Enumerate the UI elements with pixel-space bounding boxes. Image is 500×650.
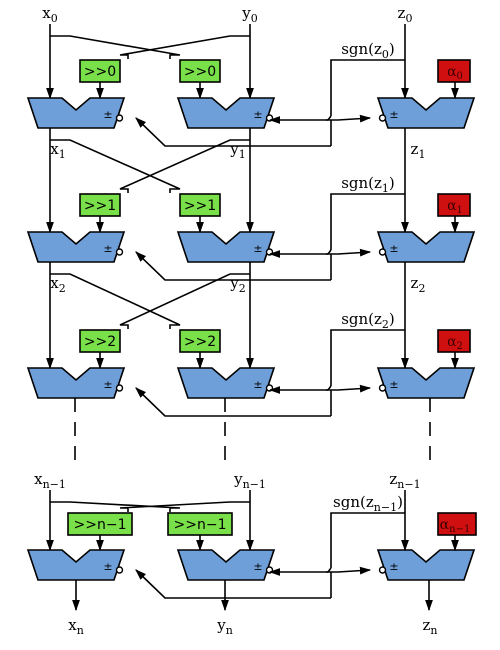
sgn-to-z [326,248,372,257]
alu-x-op-symbol: ± [103,108,112,121]
alu-x-op-symbol: ± [103,242,112,255]
output-y-label: y1 [229,140,245,161]
sgn-wire [330,193,405,250]
alu-x-invert-bubble [115,114,124,122]
alu-y-op-symbol: ± [253,378,262,391]
alu-z-op-symbol: ± [389,378,398,391]
sgn-label: sgn(z0) [341,40,395,61]
sgn-wire [330,329,405,386]
shift-label-x: >>n−1 [74,517,127,533]
output-x-label: x2 [50,274,65,295]
cross-wire-x [50,139,181,193]
cross-wire-y [119,273,250,329]
sgn-to-x [135,569,331,599]
output-xn-label: xn [68,616,84,637]
shift-label-y: >>1 [184,198,216,214]
shift-label-y: >>0 [184,64,216,80]
sgn-to-x [135,387,331,417]
output-zn-label: zn [423,616,438,637]
shift-label-x: >>0 [84,64,116,80]
alu-z-invert-bubble [378,566,387,574]
diagram-layer: x0 y0 z0 >>0 >>0 ± ± ± α0 sgn(z0) x1 y1 z1 >>1 >>1 ± ± ± α… [26,4,477,637]
cross-wire-y [119,501,250,512]
shift-label-x: >>1 [84,198,116,214]
output-yn-label: yn [216,616,233,637]
alu-y-op-symbol: ± [253,560,262,573]
alpha-label: αn−1 [440,517,471,535]
input-x0-label: x0 [42,4,57,25]
sgn-to-x [135,251,331,281]
alpha-box [437,512,477,536]
sgn-wire [330,512,405,568]
alu-y-op-symbol: ± [253,108,262,121]
input-yn1-label: yn−1 [233,470,266,491]
alpha-label: α1 [447,198,463,216]
alu-y [176,549,276,581]
sgn-label: sgn(z1) [341,174,395,195]
alpha-box [437,329,471,353]
cross-wire-x [50,35,181,59]
alu-y-op-symbol: ± [253,242,262,255]
alu-z-invert-bubble [378,384,387,392]
output-x-label: x1 [50,140,65,161]
sgn-label: sgn(z2) [341,310,395,331]
cross-wire-y [119,35,250,59]
sgn-wire [330,59,405,116]
input-z0-label: z0 [398,4,413,25]
alu-x-invert-bubble [115,384,124,392]
sgn-to-z [326,114,372,123]
output-z-label: z1 [411,140,426,161]
sgn-to-x [135,117,331,147]
alu-z-invert-bubble [378,114,387,122]
sgn-to-z [326,384,372,393]
output-z-label: z2 [411,274,426,295]
shift-label-y: >>2 [184,334,216,350]
shift-label-y: >>n−1 [174,517,227,533]
cross-wire-x [50,273,181,329]
alu-z-op-symbol: ± [389,108,398,121]
sgn-to-z [326,566,372,575]
alu-x-invert-bubble [115,248,124,256]
sgn-label: sgn(zn−1) [333,493,403,514]
input-zn1-label: zn−1 [389,470,420,491]
shift-label-x: >>2 [84,334,116,350]
alu-z-op-symbol: ± [389,560,398,573]
alu-z-op-symbol: ± [389,242,398,255]
input-xn1-label: xn−1 [34,470,66,491]
alpha-label: α0 [447,64,463,82]
alpha-box [437,59,471,83]
alu-y [176,97,276,129]
output-y-label: y2 [229,274,245,295]
alu-z-invert-bubble [378,248,387,256]
alu-y [176,367,276,399]
alu-x [26,367,126,399]
alpha-box [437,193,471,217]
alu-x-invert-bubble [115,566,124,574]
alu-y [176,231,276,263]
cross-wire-x [50,501,181,512]
cross-wire-y [119,139,250,193]
input-y0-label: y0 [241,4,257,25]
alpha-label: α2 [447,334,463,352]
alu-x-op-symbol: ± [103,560,112,573]
alu-x [26,549,126,581]
alu-x-op-symbol: ± [103,378,112,391]
